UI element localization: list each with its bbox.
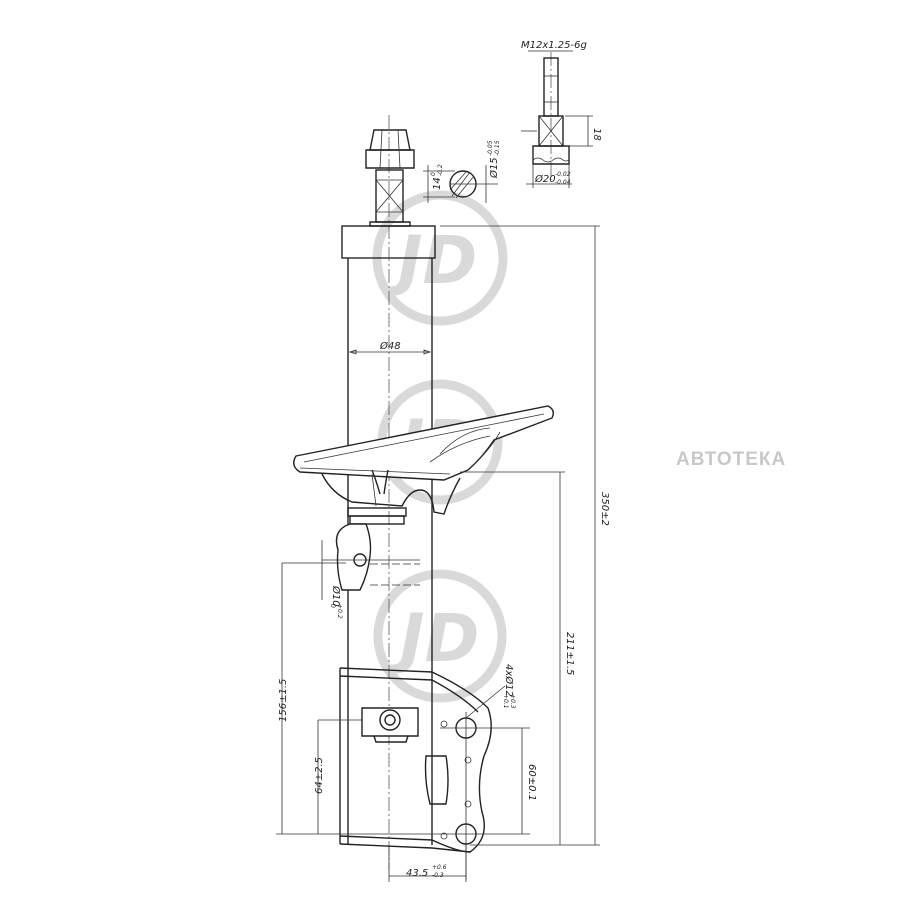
svg-text:Ø10: Ø10 <box>330 585 342 607</box>
svg-text:60±0.1: 60±0.1 <box>526 764 537 801</box>
flat-dimension-label: 14 0 -0.2 <box>430 164 444 190</box>
svg-text:14: 14 <box>432 177 443 190</box>
svg-text:-0.3: -0.3 <box>432 872 444 879</box>
lower-length-dimension <box>276 563 440 835</box>
rod-section-view <box>423 165 498 203</box>
svg-text:M12x1.25-6g: M12x1.25-6g <box>521 40 587 51</box>
svg-text:211±1.5: 211±1.5 <box>564 632 575 675</box>
svg-text:-0.02: -0.02 <box>555 171 571 178</box>
short-height-label: 64±2.5 <box>314 757 325 794</box>
svg-text:-0.2: -0.2 <box>437 164 444 176</box>
svg-text:Ø48: Ø48 <box>379 340 401 352</box>
spring-seat <box>293 405 555 515</box>
svg-text:-0.15: -0.15 <box>494 140 501 156</box>
svg-text:-0.04: -0.04 <box>555 179 571 186</box>
svg-text:+0.3: +0.3 <box>509 694 516 709</box>
svg-text:43.5: 43.5 <box>406 868 428 879</box>
collar-diameter-label: Ø20 -0.02 -0.04 <box>534 171 571 186</box>
thread-length-label: 18 <box>591 128 602 141</box>
svg-text:18: 18 <box>591 128 602 141</box>
stud-detail-view: M12x1.25-6g <box>521 40 593 188</box>
piston-rod <box>365 129 415 227</box>
svg-text:0: 0 <box>430 172 437 176</box>
offset-dimension: 43.5 +0.6 -0.3 <box>388 845 467 882</box>
lower-length-label: 156±1.5 <box>278 679 289 722</box>
knuckle-bracket <box>318 667 530 880</box>
total-length-label: 350±2 <box>599 492 610 526</box>
bracket-height-dimension <box>460 471 565 845</box>
svg-text:64±2.5: 64±2.5 <box>314 757 325 794</box>
svg-text:+0.2: +0.2 <box>336 604 343 619</box>
bolt-holes-label: 4xØ12 +0.3 +0.1 <box>502 664 516 709</box>
svg-text:JD: JD <box>389 600 479 677</box>
upper-clamp <box>282 507 420 600</box>
svg-text:350±2: 350±2 <box>599 492 610 526</box>
svg-text:+0.1: +0.1 <box>502 694 509 709</box>
jd-watermark-logo: JD <box>373 569 507 703</box>
rod-diameter-label: Ø15 -0.05 -0.15 <box>487 140 501 179</box>
brand-watermark: АВТОТЕКА <box>676 449 787 470</box>
bracket-height-label: 211±1.5 <box>564 632 575 675</box>
svg-text:Ø15: Ø15 <box>488 157 500 179</box>
svg-text:4xØ12: 4xØ12 <box>503 664 515 697</box>
hole-diameter-label: Ø10 +0.2 0 <box>329 585 343 619</box>
hole-spacing-label: 60±0.1 <box>526 764 537 801</box>
svg-text:156±1.5: 156±1.5 <box>278 679 289 722</box>
total-length-dimension <box>440 225 600 846</box>
svg-text:0: 0 <box>329 604 336 608</box>
svg-text:+0.6: +0.6 <box>432 864 447 871</box>
svg-text:Ø20: Ø20 <box>534 173 556 185</box>
tube-diameter-dimension: Ø48 <box>348 340 432 355</box>
svg-text:-0.05: -0.05 <box>487 140 494 156</box>
